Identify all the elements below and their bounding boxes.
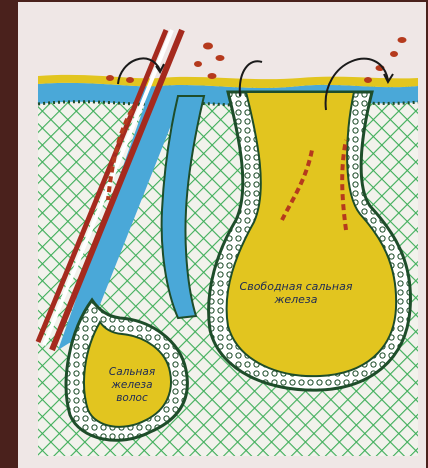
hair-gland-label-3: волос [116,392,148,404]
free-gland-label-1: Свободная сальная [240,280,353,293]
hair-gland-label-1: Сальная [109,366,155,378]
hair-gland-label-2: железа [110,379,152,391]
free-gland-label-2: железа [273,293,317,306]
